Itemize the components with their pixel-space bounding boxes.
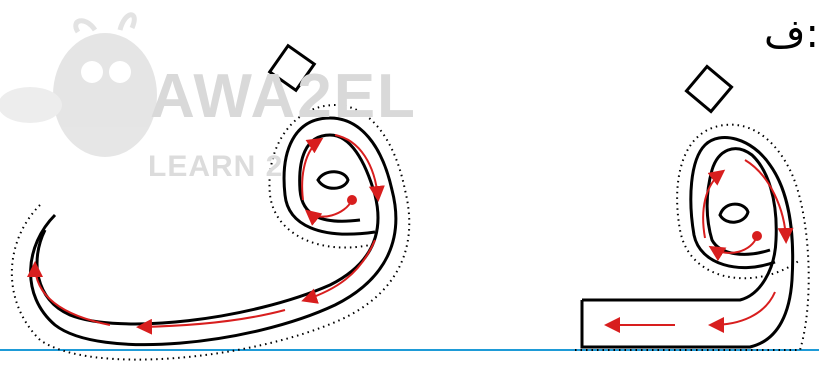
watermark-logo-icon <box>0 15 157 157</box>
watermark-name: AWA2EL <box>150 62 417 132</box>
diamond-dot-icon <box>686 66 731 111</box>
letter-label: ف: <box>760 10 819 58</box>
dotted-guide <box>575 125 809 350</box>
watermark-tagline: LEARN 2 <box>148 150 283 184</box>
letter-fa-final <box>575 66 809 350</box>
